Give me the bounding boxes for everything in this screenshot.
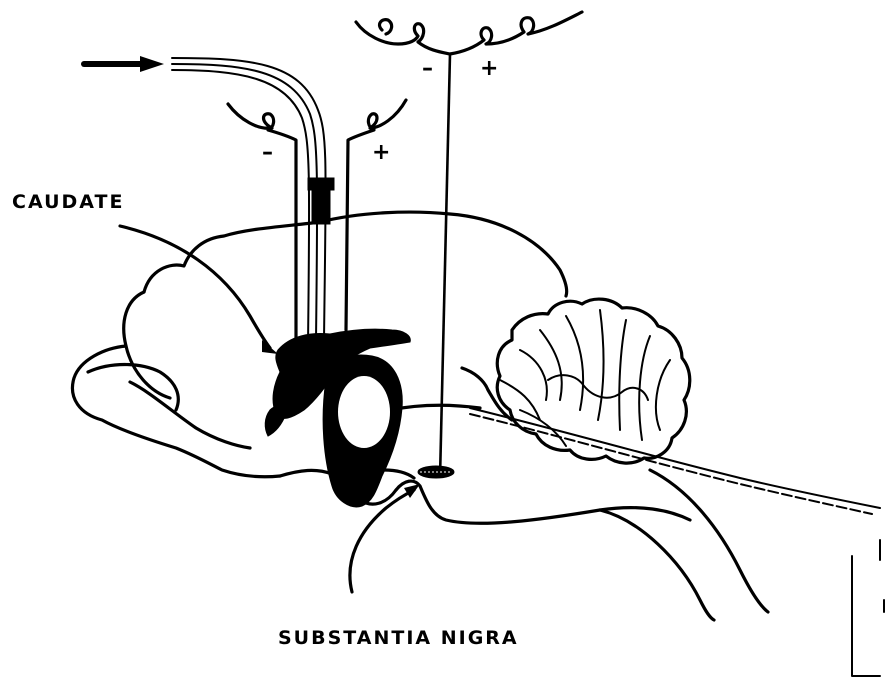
caudate-minus-sign: – <box>262 140 273 165</box>
cannula-tube <box>172 58 326 345</box>
caudate-label: CAUDATE <box>12 191 124 213</box>
cerebellum <box>497 299 690 463</box>
right-arrow-icon <box>84 56 164 72</box>
caudate-plus-sign: + <box>372 140 390 165</box>
nigra-minus-sign: – <box>422 56 433 81</box>
nigra-plus-sign: + <box>480 56 498 81</box>
cannula-holder <box>308 178 334 224</box>
substantia-nigra-label: SUBSTANTIA NIGRA <box>278 627 519 649</box>
substantia-nigra-nucleus <box>418 466 454 478</box>
brain-outline <box>72 212 880 620</box>
page-edge-mark <box>852 540 884 676</box>
